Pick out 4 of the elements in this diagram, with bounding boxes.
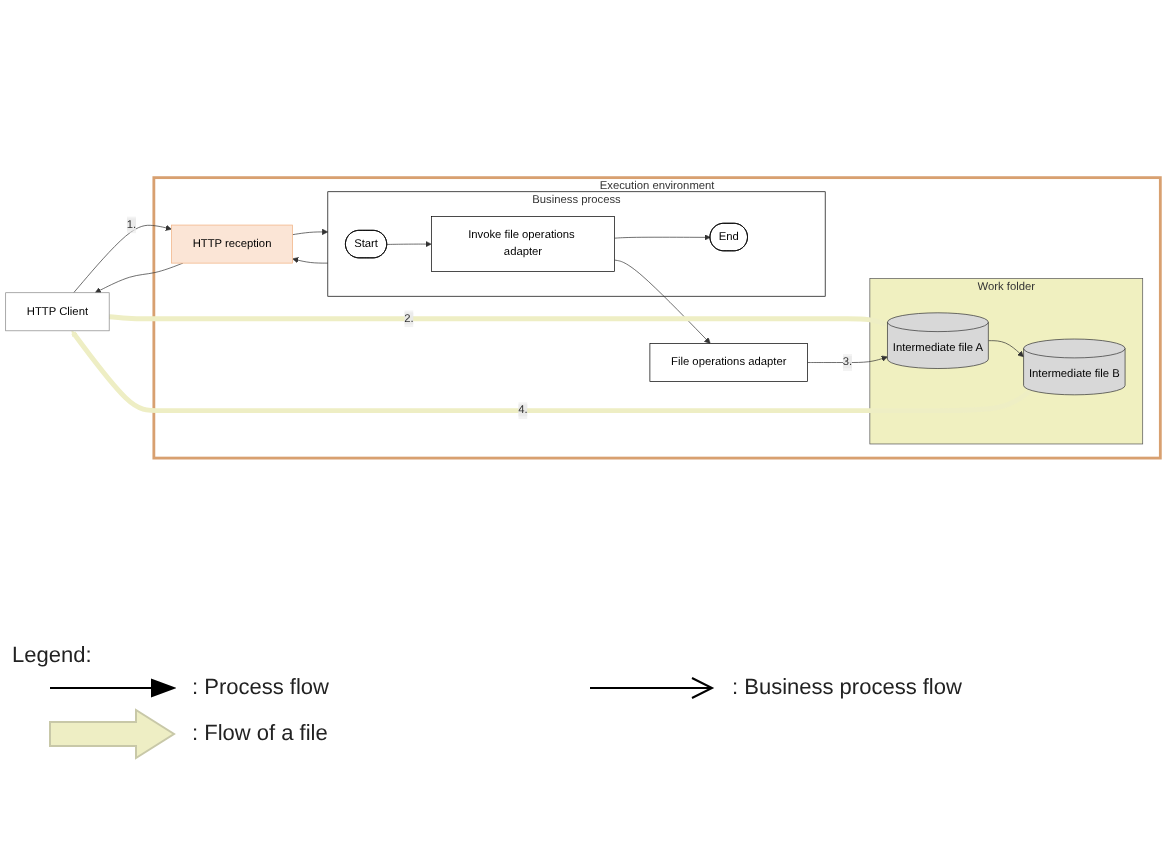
legend-text: : Process flow — [192, 676, 329, 700]
legend-heading: Legend: — [12, 644, 92, 668]
legend-text: : Flow of a file — [192, 722, 328, 746]
legend-text: : Business process flow — [732, 676, 962, 700]
